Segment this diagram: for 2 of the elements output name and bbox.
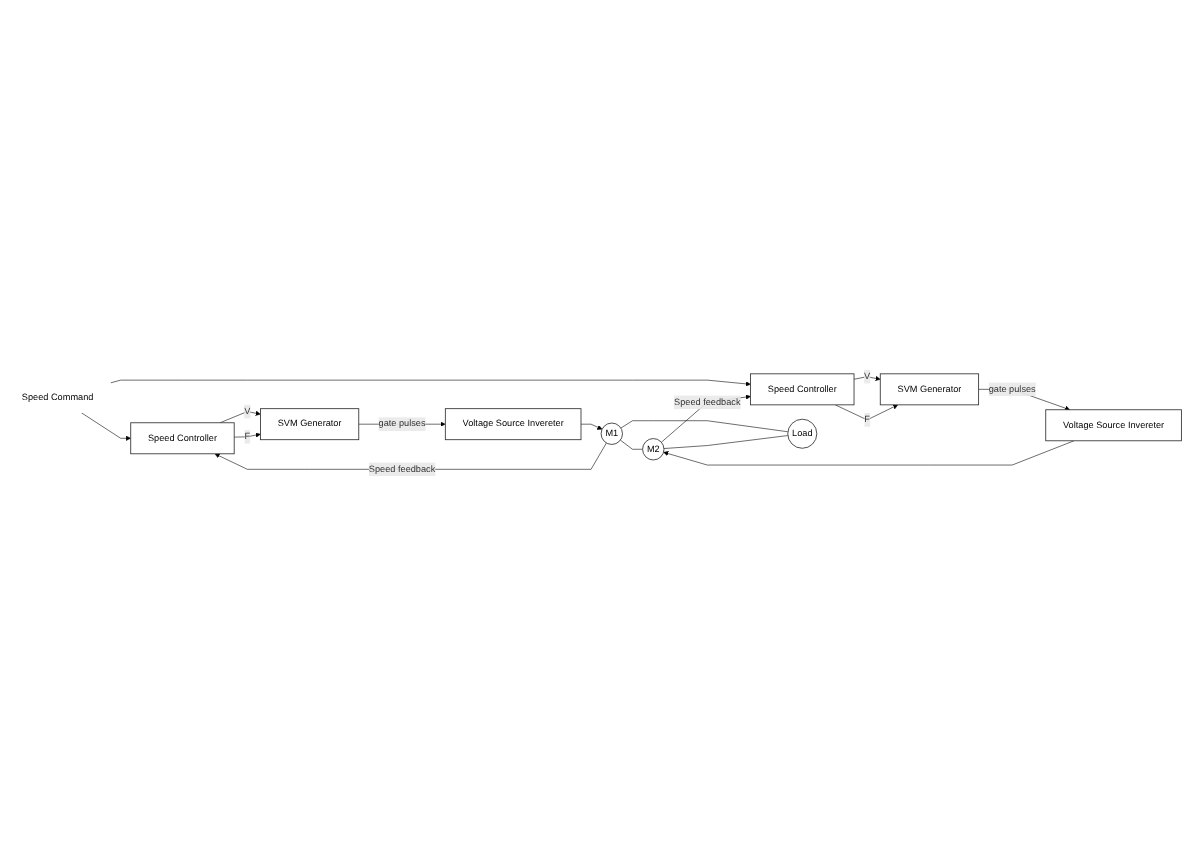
connector: [663, 435, 789, 449]
connector: [620, 420, 789, 433]
